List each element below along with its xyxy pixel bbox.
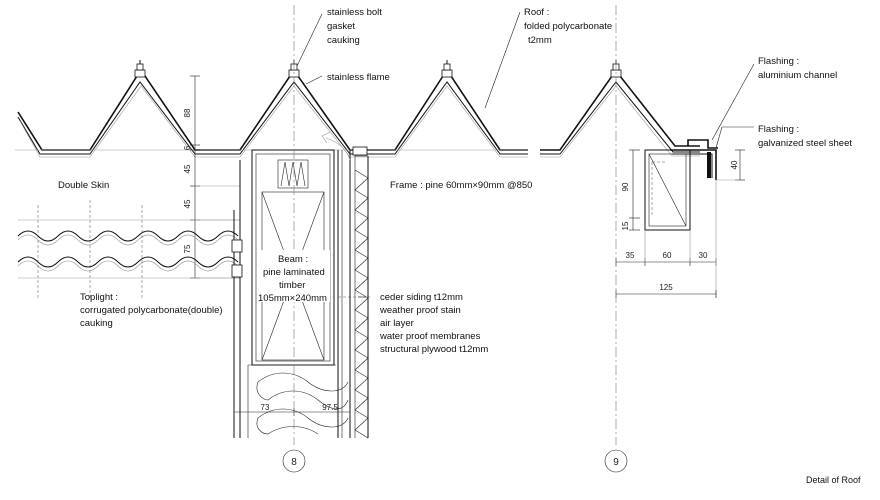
leader-lines	[296, 11, 755, 298]
label-toplight-title: Toplight :	[80, 292, 118, 303]
label-flashing2-title: Flashing :	[758, 124, 799, 135]
label-roof-title: Roof :	[524, 7, 549, 18]
beam-bottom-dimensions: 73 97.5	[233, 403, 351, 416]
label-double-skin: Double Skin	[58, 180, 109, 191]
ventilation-arrow	[321, 131, 351, 161]
label-wall: ceder siding t12mm weather proof stain a…	[379, 292, 488, 355]
label-wall-membranes: water proof membranes	[379, 331, 481, 342]
dim-15: 15	[621, 221, 630, 230]
label-flashing-2: Flashing : galvanized steel sheet	[758, 124, 852, 149]
detail-9-frame	[644, 149, 691, 231]
dim-88: 88	[183, 108, 192, 117]
corrugated-toplight	[17, 200, 240, 300]
detail-9-roof	[540, 60, 700, 158]
label-flashing-1: Flashing : aluminium channel	[758, 56, 837, 81]
dim-30: 30	[699, 251, 708, 260]
label-wall-air: air layer	[380, 318, 414, 329]
dim-40: 40	[730, 160, 739, 169]
label-stainless-flame: stainless flame	[327, 72, 390, 83]
label-wall-stain: weather proof stain	[379, 305, 461, 316]
label-beam: Beam : pine laminated timber 105mm×240mm	[258, 250, 330, 304]
label-toplight-cauking: cauking	[80, 318, 113, 329]
label-bolt: stainless bolt gasket cauking	[327, 7, 382, 46]
label-cauking: cauking	[327, 35, 360, 46]
dim-125: 125	[659, 283, 673, 292]
label-roof: Roof : folded polycarbonate t2mm	[524, 7, 612, 46]
detail-9-dimensions: 90 15 40 35 60 30 125	[615, 149, 745, 298]
left-dimension-chain: 88 6 45 45 75	[183, 75, 240, 279]
dim-45a: 45	[183, 164, 192, 173]
dim-6: 6	[183, 145, 192, 150]
dim-60: 60	[663, 251, 672, 260]
folded-polycarbonate-roof	[17, 75, 528, 158]
dim-35: 35	[626, 251, 635, 260]
label-beam-size: 105mm×240mm	[258, 293, 327, 304]
label-frame: Frame : pine 60mm×90mm @850	[390, 180, 532, 191]
label-flashing1-material: aluminium channel	[758, 70, 837, 81]
label-beam-material1: pine laminated	[263, 267, 325, 278]
axis-bubble-8	[282, 449, 306, 473]
dim-75: 75	[183, 244, 192, 253]
label-toplight-material: corrugated polycarbonate(double)	[80, 305, 223, 316]
label-gasket: gasket	[327, 21, 355, 32]
dim-90: 90	[621, 182, 630, 191]
axis-label-9: 9	[613, 457, 619, 468]
insulation	[256, 372, 349, 435]
stainless-bolt-1	[134, 60, 146, 78]
label-wall-siding: ceder siding t12mm	[380, 292, 463, 303]
label-stainless-bolt: stainless bolt	[327, 7, 382, 18]
drawing-title: Detail of Roof	[806, 475, 861, 485]
label-beam-title: Beam :	[278, 254, 308, 265]
label-flashing2-material: galvanized steel sheet	[758, 138, 852, 149]
axis-label-8: 8	[291, 457, 297, 468]
label-beam-material2: timber	[279, 280, 305, 291]
label-roof-thickness: t2mm	[528, 35, 552, 46]
dim-73: 73	[261, 403, 270, 412]
label-toplight: Toplight : corrugated polycarbonate(doub…	[80, 292, 223, 329]
label-roof-material: folded polycarbonate	[524, 21, 612, 32]
stainless-bolt-3	[441, 60, 453, 78]
label-wall-plywood: structural plywood t12mm	[380, 344, 488, 355]
wall-layers	[337, 146, 370, 439]
dim-45b: 45	[183, 199, 192, 208]
axis-bubble-9	[604, 449, 628, 473]
dim-97-5: 97.5	[322, 403, 338, 412]
label-flashing1-title: Flashing :	[758, 56, 799, 67]
